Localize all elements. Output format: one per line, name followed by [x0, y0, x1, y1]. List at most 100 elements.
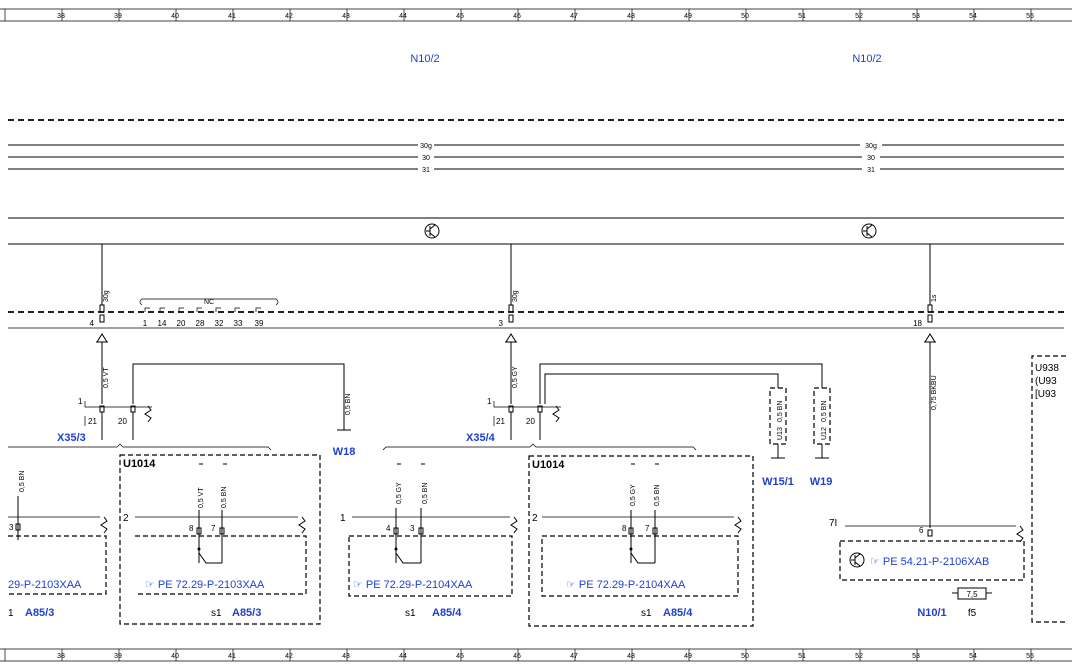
- ruler-tick-label: 52: [855, 653, 863, 660]
- bus-lines: 30g 30 31 30g 30 31: [8, 143, 1064, 174]
- svg-text:8: 8: [189, 524, 194, 533]
- svg-text:1: 1: [340, 513, 346, 524]
- bus-label-31: 31: [422, 167, 430, 174]
- ruler-tick-label: 38: [57, 13, 65, 20]
- wire-label: 0,5 GY: [512, 366, 519, 388]
- bus-label-31-right: 31: [867, 167, 875, 174]
- ruler-tick-label: 43: [342, 653, 350, 660]
- bus-label-30: 30: [422, 155, 430, 162]
- header-n10-2-left[interactable]: N10/2: [410, 53, 439, 65]
- svg-text:20: 20: [526, 417, 535, 426]
- connector-x35-3[interactable]: X35/3: [57, 432, 86, 444]
- svg-text:1: 1: [487, 397, 492, 406]
- svg-text:14: 14: [158, 319, 167, 328]
- connector-x35-4[interactable]: X35/4: [466, 432, 496, 444]
- module-title: U1014: [123, 458, 156, 470]
- nc-bracket: NC 1 14 20 28 32 33 39: [139, 298, 279, 328]
- svg-text:s1: s1: [405, 608, 416, 619]
- ruler-tick-label: 41: [228, 653, 236, 660]
- svg-text:21: 21: [496, 417, 505, 426]
- svg-text:U13: U13: [777, 427, 784, 440]
- transistor-icon: [861, 223, 877, 239]
- ruler-tick-label: 54: [969, 653, 977, 660]
- ruler-tick-label: 52: [855, 13, 863, 20]
- ruler-tick-label: 45: [456, 653, 464, 660]
- svg-text:1: 1: [78, 397, 83, 406]
- ruler-tick-label: 50: [741, 653, 749, 660]
- ruler-tick-label: 51: [798, 653, 806, 660]
- module-title: U1014: [532, 459, 565, 471]
- svg-text:U938: U938: [1035, 363, 1059, 374]
- wire-label: 0,5 BN: [345, 394, 352, 415]
- bus-label-30g: 30g: [420, 143, 432, 150]
- svg-text:7: 7: [211, 524, 216, 533]
- module-u1014-left: [119, 454, 321, 625]
- svg-text:1: 1: [8, 608, 14, 619]
- svg-text:7: 7: [645, 524, 650, 533]
- wire-label: 0,5 VT: [103, 367, 110, 388]
- svg-text:6: 6: [919, 526, 924, 535]
- bus-label-30-right: 30: [867, 155, 875, 162]
- transistor-icon: [424, 223, 440, 239]
- wire-label: 0,5 BN: [422, 483, 429, 504]
- ground-w18[interactable]: W18: [333, 446, 356, 458]
- wire-label: 0,5 BN: [654, 485, 661, 506]
- ref-link-n10-1[interactable]: ☞ PE 54.21-P-2106XAB: [870, 556, 989, 568]
- svg-text:39: 39: [255, 319, 264, 328]
- ruler-tick-label: 44: [399, 13, 407, 20]
- ruler-tick-label: 51: [798, 13, 806, 20]
- ruler-tick-label: 53: [912, 13, 920, 20]
- wire-label: 0,5 VT: [198, 487, 205, 508]
- ground-symbol-icon: [771, 444, 829, 459]
- wire-label: 0,5 BN: [19, 471, 26, 492]
- svg-text:30g: 30g: [512, 290, 519, 302]
- ruler-tick-label: 43: [342, 13, 350, 20]
- ref-link-u1014b[interactable]: ☞ PE 72.29-P-2104XAA: [566, 579, 686, 591]
- component-a85-3-left[interactable]: A85/3: [25, 607, 54, 619]
- svg-text:2: 2: [123, 513, 129, 524]
- ruler-tick-label: 48: [627, 653, 635, 660]
- ruler-tick-label: 42: [285, 653, 293, 660]
- component-a85-4-mid[interactable]: A85/4: [432, 607, 462, 619]
- svg-text:[U93: [U93: [1035, 389, 1057, 400]
- header-n10-2-right[interactable]: N10/2: [852, 53, 881, 65]
- svg-text:s1: s1: [211, 608, 222, 619]
- svg-text:18: 18: [913, 319, 922, 328]
- svg-text:20: 20: [118, 417, 127, 426]
- svg-text:28: 28: [196, 319, 205, 328]
- svg-text:1: 1: [143, 319, 148, 328]
- svg-text:1s: 1s: [931, 294, 938, 302]
- component-n10-1[interactable]: N10/1: [917, 607, 946, 619]
- component-a85-4[interactable]: A85/4: [663, 607, 693, 619]
- svg-text:NC: NC: [204, 299, 214, 306]
- wire-label: 0,5 GY: [630, 484, 637, 506]
- bus-label-30g-right: 30g: [865, 143, 877, 150]
- ground-w15-1[interactable]: W15/1: [762, 476, 794, 488]
- svg-text:3: 3: [410, 524, 415, 533]
- ruler-tick-label: 45: [456, 13, 464, 20]
- module-n10-1: [839, 540, 1025, 581]
- ref-link-u1014a[interactable]: ☞ PE 72.29-P-2103XAA: [145, 579, 265, 591]
- ground-w19[interactable]: W19: [810, 476, 833, 488]
- svg-text:0,5 BN: 0,5 BN: [821, 401, 828, 422]
- svg-text:33: 33: [234, 319, 243, 328]
- ruler-tick-label: 42: [285, 13, 293, 20]
- component-a85-3[interactable]: A85/3: [232, 607, 261, 619]
- ruler-tick-label: 54: [969, 13, 977, 20]
- ruler-tick-label: 41: [228, 13, 236, 20]
- svg-text:32: 32: [215, 319, 224, 328]
- svg-text:7,5: 7,5: [966, 590, 978, 599]
- wire-label: 0,5 BN: [221, 487, 228, 508]
- ruler-tick-label: 40: [171, 13, 179, 20]
- ref-link-mid[interactable]: ☞ PE 72.29-P-2104XAA: [353, 579, 473, 591]
- ruler-tick-label: 48: [627, 13, 635, 20]
- svg-text:8: 8: [622, 524, 627, 533]
- ruler-tick-label: 55: [1026, 13, 1034, 20]
- ref-link-left[interactable]: 29-P-2103XAA: [8, 579, 82, 591]
- ruler-tick-label: 47: [570, 653, 578, 660]
- svg-text:f5: f5: [968, 608, 977, 619]
- connector-pin-4: 30g 4: [90, 290, 110, 328]
- transistor-icon: [849, 552, 865, 568]
- ruler-tick-label: 55: [1026, 653, 1034, 660]
